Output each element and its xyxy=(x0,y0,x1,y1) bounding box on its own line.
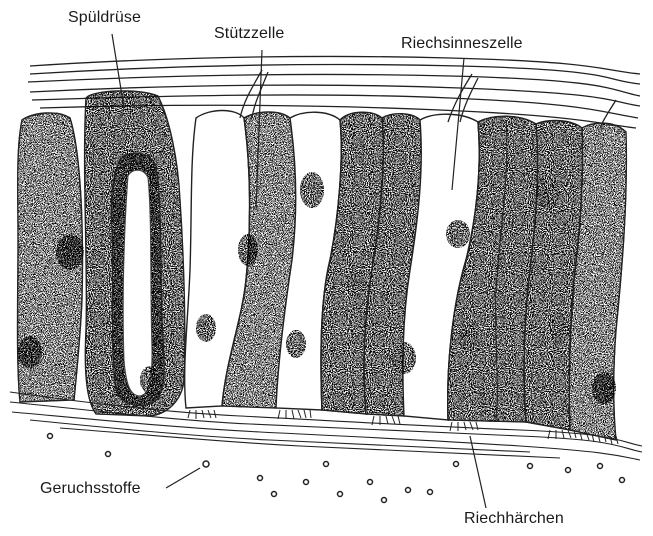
label-geruchsstoffe: Geruchsstoffe xyxy=(40,480,141,498)
label-riechsinneszelle: Riechsinneszelle xyxy=(401,35,523,53)
label-spueldruese: Spüldrüse xyxy=(68,9,141,27)
leader-geruchsstoffe xyxy=(166,468,200,488)
spueldruese-gland xyxy=(85,91,185,416)
label-riechhaerchen: Riechhärchen xyxy=(464,510,564,528)
leader-riechhaerchen xyxy=(470,436,486,508)
label-stuetzzelle: Stützzelle xyxy=(214,25,284,43)
